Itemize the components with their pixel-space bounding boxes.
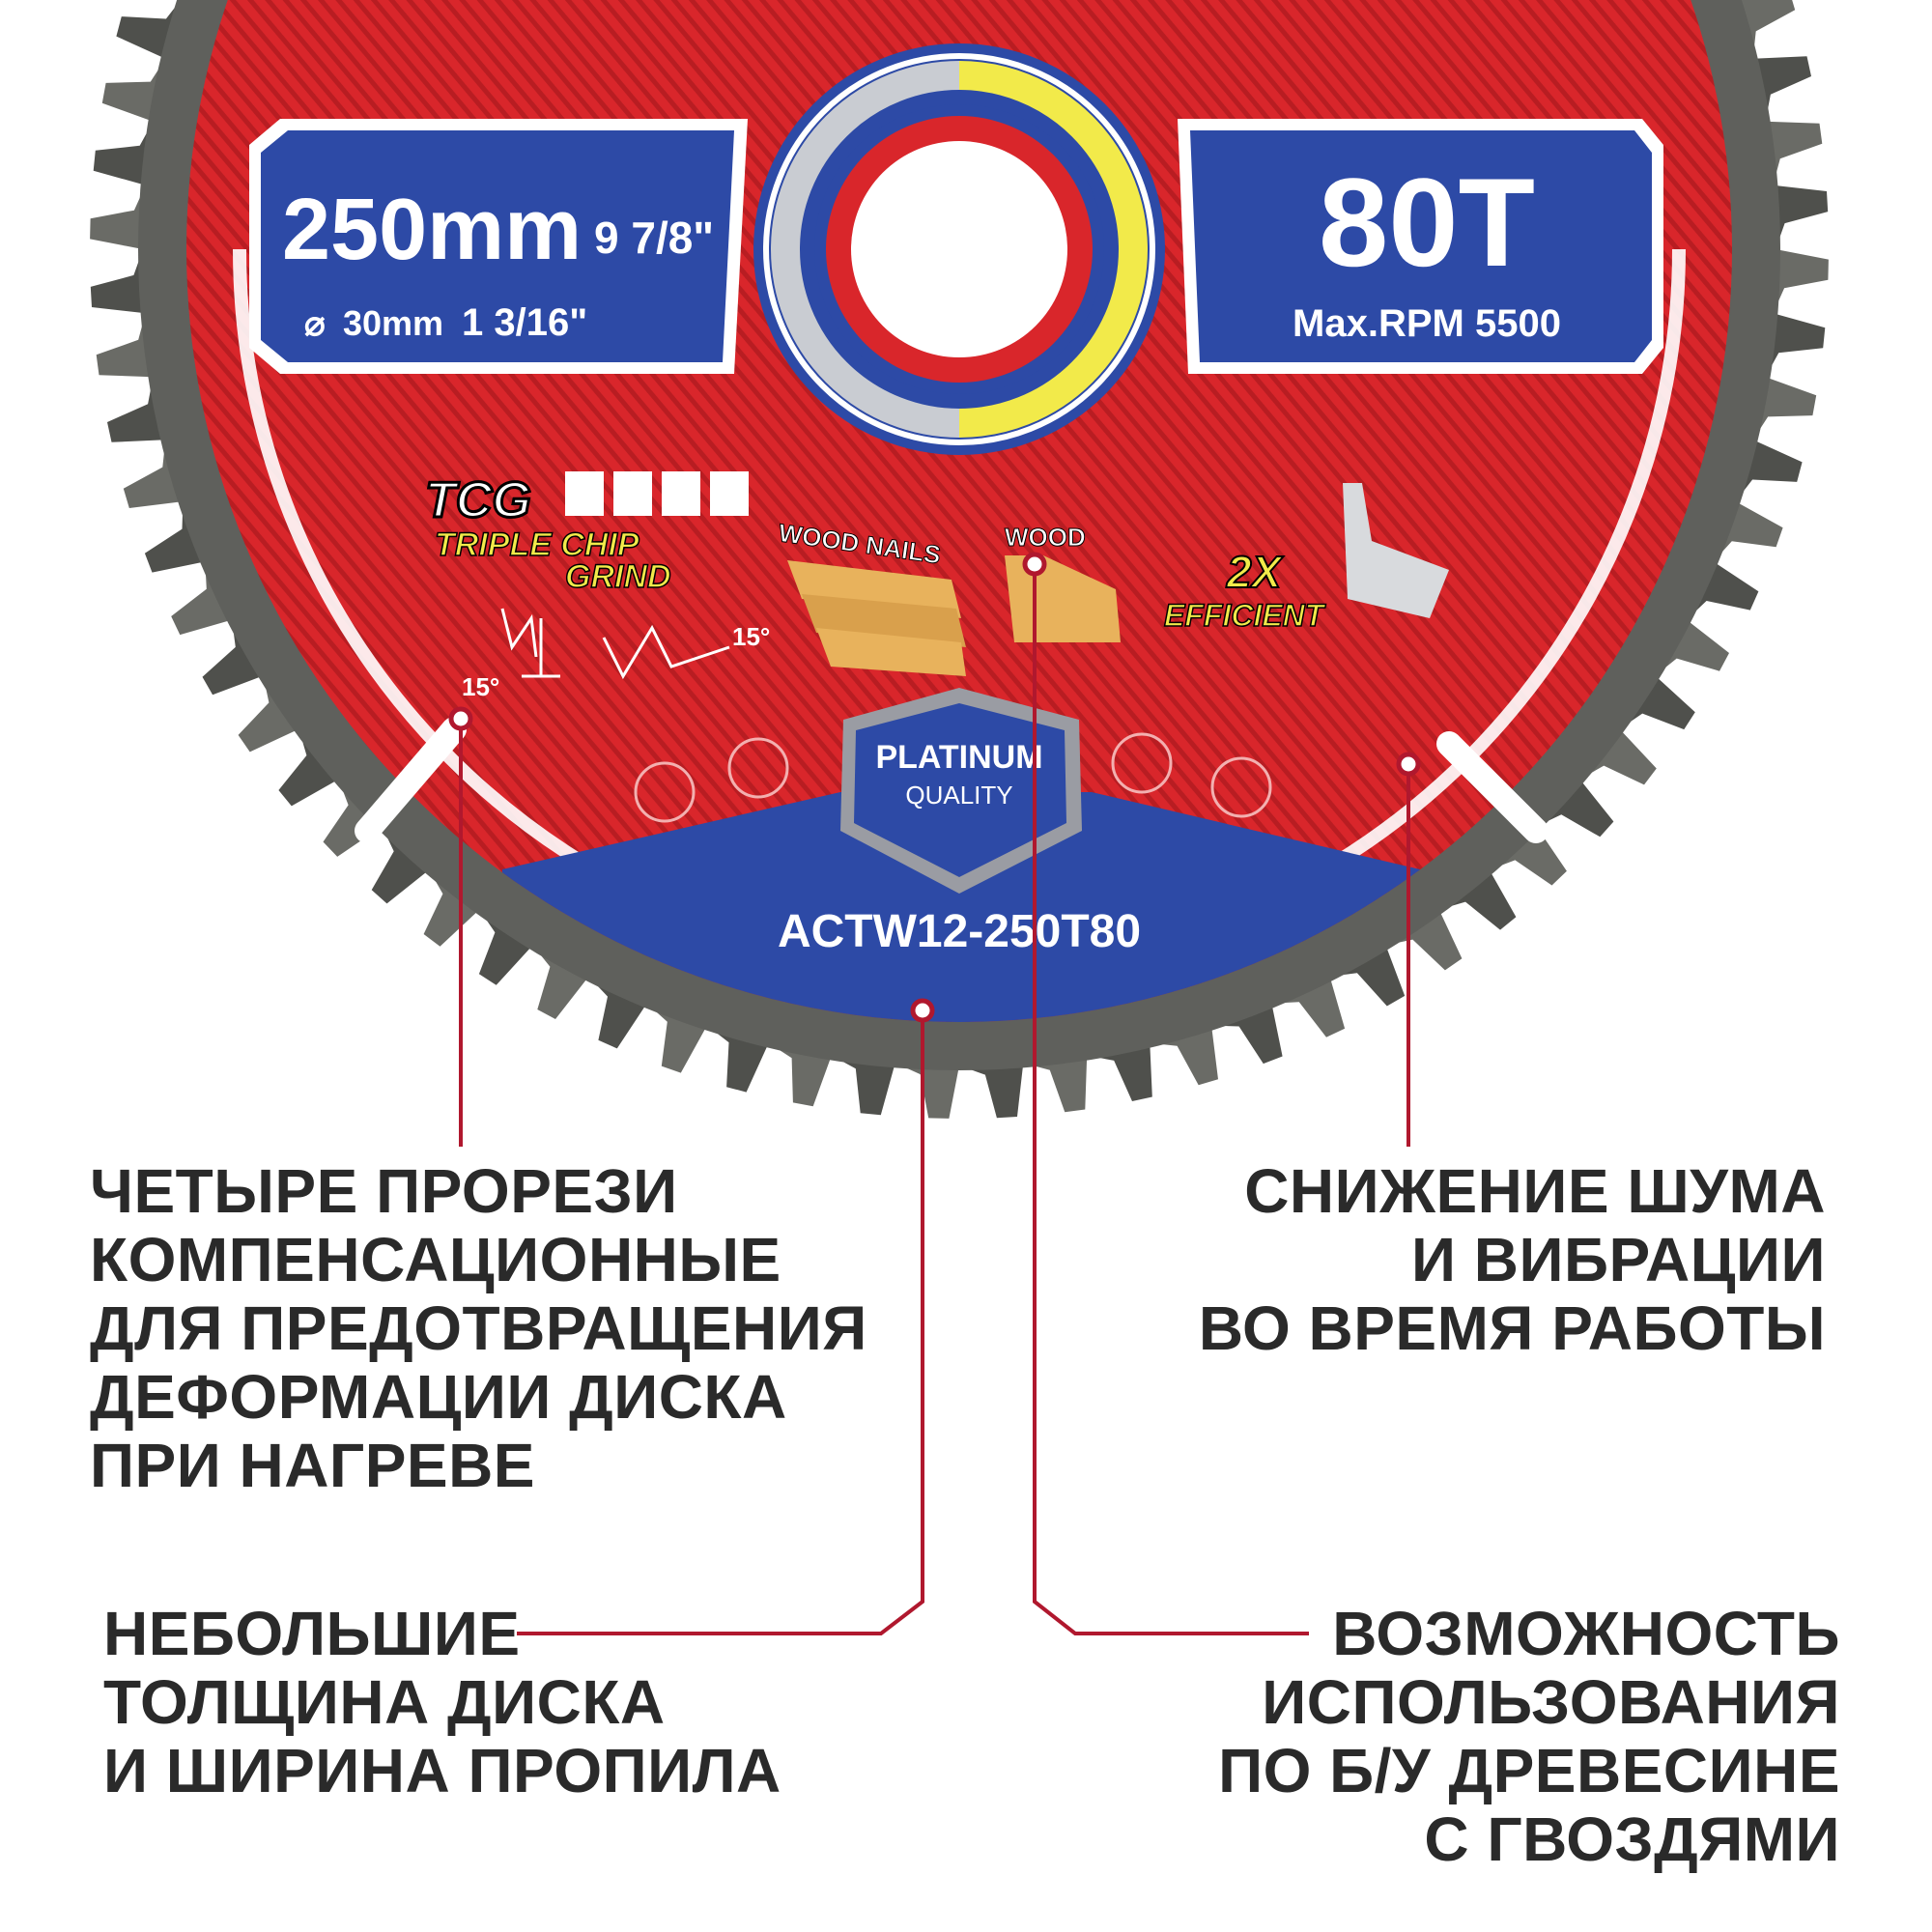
efficient-2x-label: 2X bbox=[1226, 547, 1284, 597]
callout-noise-reduction: СНИЖЕНИЕ ШУМА И ВИБРАЦИИ ВО ВРЕМЯ РАБОТЫ bbox=[1199, 1157, 1826, 1363]
diameter-inch-label: 9 7/8" bbox=[594, 213, 714, 263]
callout-line: ДЕФОРМАЦИИ ДИСКА bbox=[90, 1362, 787, 1432]
blade-tooth bbox=[93, 121, 154, 185]
mask-icon bbox=[634, 761, 696, 823]
max-rpm-label: Max.RPM 5500 bbox=[1293, 302, 1561, 345]
callout-line: И ШИРИНА ПРОПИЛА bbox=[103, 1736, 781, 1805]
callout-line: КОМПЕНСАЦИОННЫЕ bbox=[90, 1225, 781, 1294]
callout-line: ЧЕТЫРЕ ПРОРЕЗИ bbox=[90, 1156, 678, 1226]
blade-tooth bbox=[101, 58, 166, 122]
blade-tooth bbox=[171, 561, 233, 636]
blade-tooth bbox=[1438, 869, 1517, 930]
blade-tooth bbox=[1765, 313, 1826, 378]
blade-tooth bbox=[202, 619, 264, 696]
blade-tooth bbox=[1619, 675, 1695, 730]
platinum-badge: PLATINUM QUALITY bbox=[840, 688, 1082, 894]
tcg-label: TCG bbox=[425, 472, 531, 528]
arbor-hole bbox=[851, 141, 1067, 357]
blade-tooth bbox=[323, 779, 383, 857]
blade-tooth bbox=[895, 1063, 959, 1119]
callout-line: СНИЖЕНИЕ ШУМА bbox=[1244, 1156, 1826, 1226]
callout-line: ТОЛЩИНА ДИСКА bbox=[103, 1667, 666, 1737]
size-box: 250mm 9 7/8" ⌀ 30mm 1 3/16" bbox=[249, 119, 748, 374]
bore-inch-label: 1 3/16" bbox=[462, 301, 587, 344]
callout-line: ВОЗМОЖНОСТЬ bbox=[1332, 1599, 1840, 1668]
blade-tooth bbox=[1489, 826, 1567, 886]
callout-line: И ВИБРАЦИИ bbox=[1410, 1225, 1826, 1294]
callout-nailed-wood: ВОЗМОЖНОСТЬ ИСПОЛЬЗОВАНИЯ ПО Б/У ДРЕВЕСИ… bbox=[1218, 1600, 1840, 1874]
callout-thin-kerf: НЕБОЛЬШИЕ ТОЛЩИНА ДИСКА И ШИРИНА ПРОПИЛА bbox=[103, 1600, 781, 1805]
bore-label: 30mm bbox=[343, 303, 443, 343]
badge-line2: QUALITY bbox=[905, 781, 1012, 810]
blade-tooth bbox=[144, 501, 206, 573]
teeth-count-label: 80T bbox=[1319, 152, 1535, 293]
blade-tooth bbox=[1329, 945, 1406, 1007]
blade-tooth bbox=[959, 1063, 1024, 1119]
blade-tooth bbox=[1765, 121, 1823, 185]
callout-line: ПРИ НАГРЕВЕ bbox=[90, 1431, 535, 1500]
tcg-line1: TRIPLE CHIP bbox=[435, 526, 639, 563]
blade-tooth bbox=[238, 675, 299, 753]
diameter-label: 250mm bbox=[282, 182, 582, 278]
badge-line1: PLATINUM bbox=[875, 739, 1042, 776]
callout-line: НЕБОЛЬШИЕ bbox=[103, 1599, 521, 1668]
teeth-box: 80T Max.RPM 5500 bbox=[1178, 119, 1663, 374]
blade-tooth bbox=[90, 185, 146, 249]
expansion-slot-right bbox=[1436, 731, 1548, 843]
callout-line: ВО ВРЕМЯ РАБОТЫ bbox=[1198, 1293, 1826, 1363]
blade-tooth bbox=[1773, 249, 1829, 314]
blade-tooth bbox=[1773, 185, 1829, 249]
expansion-slot-left bbox=[355, 717, 467, 843]
tcg-line2: GRIND bbox=[565, 558, 671, 595]
blade-tooth bbox=[423, 869, 480, 947]
blade-tooth bbox=[1686, 561, 1759, 620]
blade-tooth bbox=[1579, 728, 1657, 785]
blade-tooth bbox=[478, 909, 533, 985]
angle-right-label: 15° bbox=[732, 622, 770, 651]
callout-line: ИСПОЛЬЗОВАНИЯ bbox=[1262, 1667, 1840, 1737]
efficient-label: EFFICIENT bbox=[1164, 598, 1326, 633]
blade-tooth bbox=[532, 945, 589, 1019]
callout-line: ПО Б/У ДРЕВЕСИНЕ bbox=[1218, 1736, 1840, 1805]
angle-left-label: 15° bbox=[462, 672, 499, 701]
blade-tooth bbox=[1536, 779, 1614, 838]
gloves-icon bbox=[727, 737, 789, 799]
blade-tooth bbox=[371, 826, 430, 904]
blade-tooth bbox=[1752, 377, 1817, 440]
bore-diameter-icon: ⌀ bbox=[304, 303, 326, 343]
blade-tooth bbox=[1655, 619, 1729, 676]
wood-label: WOOD bbox=[1005, 523, 1086, 552]
callout-line: ДЛЯ ПРЕДОТВРАЩЕНИЯ bbox=[90, 1293, 867, 1363]
blade-tooth bbox=[90, 249, 146, 314]
model-number: ACTW12-250T80 bbox=[778, 906, 1141, 957]
blade-tooth bbox=[96, 313, 154, 378]
callout-line: С ГВОЗДЯМИ bbox=[1424, 1804, 1840, 1874]
arbor-rings bbox=[753, 43, 1165, 455]
blade-tooth bbox=[278, 728, 339, 807]
callout-expansion-slots: ЧЕТЫРЕ ПРОРЕЗИ КОМПЕНСАЦИОННЫЕ ДЛЯ ПРЕДО… bbox=[90, 1157, 867, 1500]
tcg-logo: TCG TRIPLE CHIP GRIND 15° 15° bbox=[424, 471, 771, 702]
blade-tooth bbox=[1385, 909, 1463, 971]
